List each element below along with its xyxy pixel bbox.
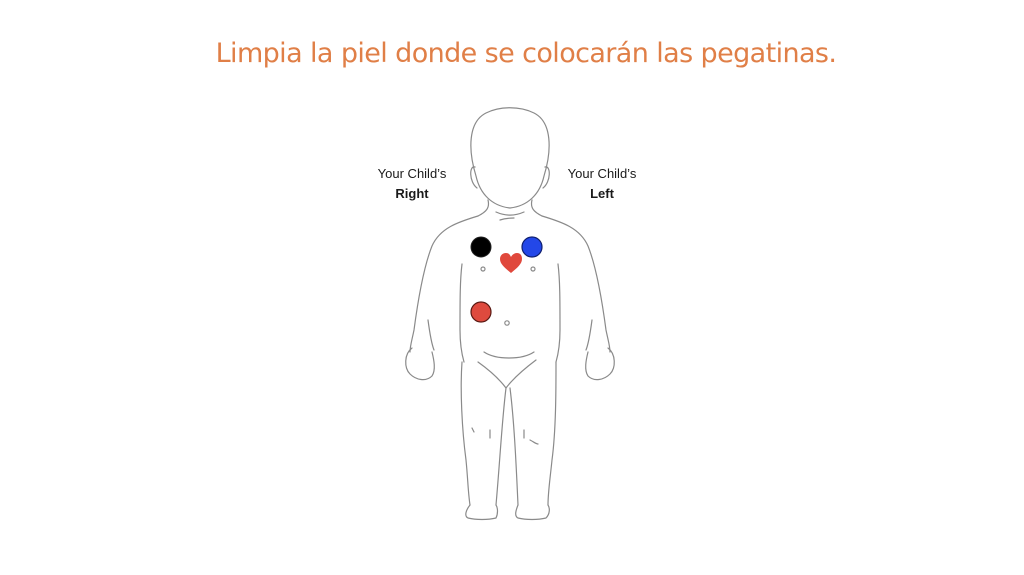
electrode-red-dot <box>470 301 492 323</box>
body-sides-outline <box>427 263 593 363</box>
hand-right-outline <box>405 347 435 381</box>
ear-right-outline <box>470 166 478 189</box>
torso-arms-outline <box>409 215 611 353</box>
heart-icon <box>500 253 522 273</box>
electrode-black-dot <box>470 236 492 258</box>
label-child-right: Your Child’s Right <box>342 164 482 204</box>
head-outline <box>470 107 550 209</box>
knee-marks <box>471 427 539 445</box>
ear-left-outline <box>542 166 550 189</box>
neck-outline <box>477 199 543 221</box>
hip-outline <box>477 351 537 389</box>
label-right-line1: Your Child’s <box>377 166 447 181</box>
nipple-right <box>480 266 486 272</box>
foot-left-outline <box>515 504 550 521</box>
label-left-line2: Left <box>590 186 614 201</box>
nipple-left <box>530 266 536 272</box>
navel <box>504 320 510 326</box>
label-child-left: Your Child’s Left <box>532 164 672 204</box>
foot-right-outline <box>465 504 499 521</box>
legs-outline <box>460 361 557 506</box>
label-right-line2: Right <box>395 186 429 201</box>
slide-title: Limpia la piel donde se colocarán las pe… <box>215 38 837 69</box>
electrode-blue-dot <box>521 236 543 258</box>
hand-left-outline <box>585 347 615 381</box>
label-left-line1: Your Child’s <box>567 166 637 181</box>
